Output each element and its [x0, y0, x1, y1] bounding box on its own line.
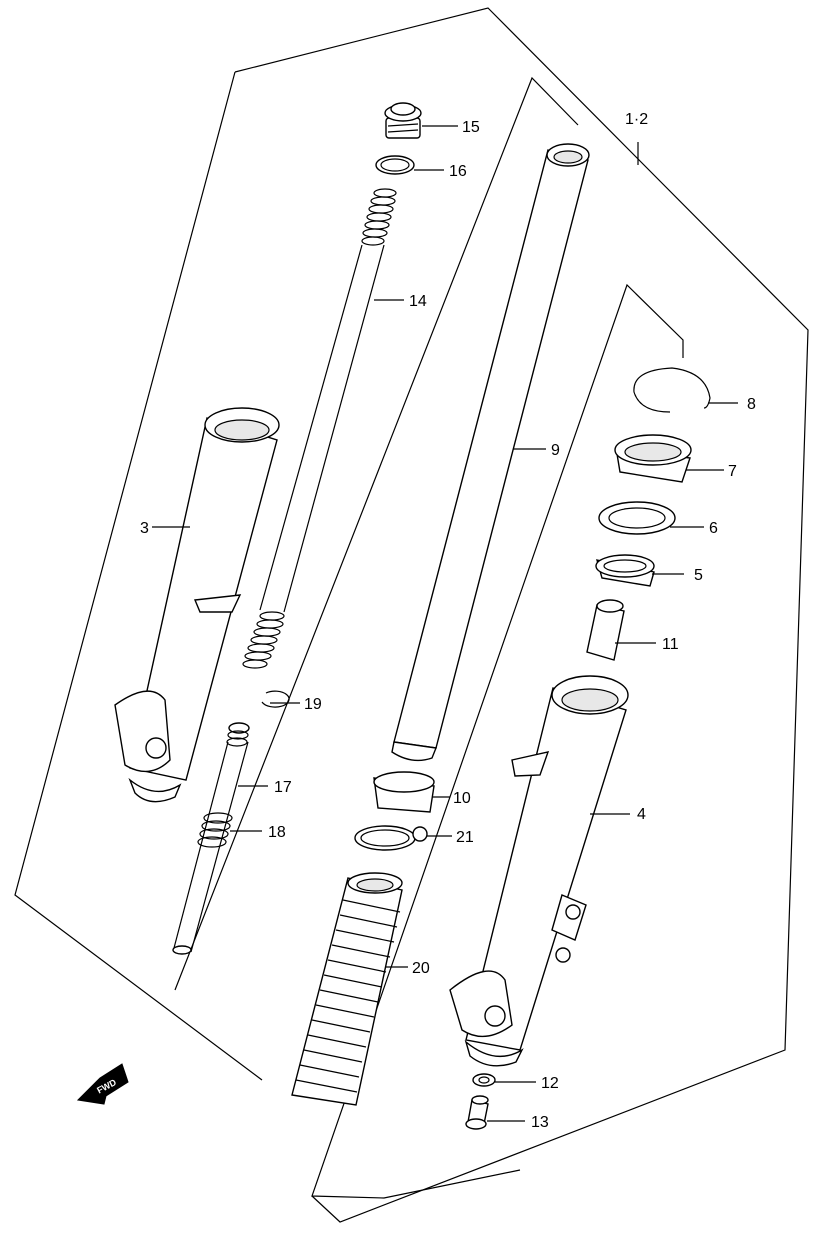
- callout-11: 11: [662, 636, 679, 653]
- callout-10: 10: [453, 790, 471, 807]
- callout-1-2: 1·2: [625, 111, 648, 128]
- callout-18: 18: [268, 824, 286, 841]
- bolt-part-13: [465, 1095, 525, 1130]
- dust-boot-part-20: [291, 872, 408, 1106]
- callout-8: 8: [747, 396, 756, 413]
- guide-bush-part-5: [595, 554, 684, 587]
- left-frame: [14, 71, 263, 1081]
- callout-15: 15: [462, 119, 480, 136]
- right-frame: [311, 283, 684, 1199]
- callout-20: 20: [412, 960, 430, 977]
- assembly-frames: [14, 7, 809, 1223]
- inner-center-frame: [174, 76, 579, 991]
- callout-6: 6: [709, 520, 718, 537]
- callout-12: 12: [541, 1075, 559, 1092]
- callout-7: 7: [728, 463, 737, 480]
- inner-tube-part-9: [391, 143, 590, 762]
- callout-19: 19: [304, 696, 322, 713]
- rebound-spring-part-18: [197, 812, 262, 848]
- clamp-part-21: [354, 825, 452, 851]
- cap-bolt-part-15: [384, 102, 458, 139]
- callout-4: 4: [637, 806, 646, 823]
- o-ring-part-16: [375, 155, 444, 175]
- callout-9: 9: [551, 442, 560, 459]
- callout-labels: 1·2 3 4 5 6 7 8 9 10 11 12 13 14 15 16 1…: [140, 111, 756, 1131]
- washer-part-12: [472, 1073, 536, 1087]
- outer-tube-part-3: [114, 407, 280, 803]
- callout-17: 17: [274, 779, 292, 796]
- washer-part-6: [598, 501, 704, 535]
- outer-tube-part-4: [449, 675, 630, 1067]
- callout-21: 21: [456, 829, 474, 846]
- callout-16: 16: [449, 163, 467, 180]
- oil-lock-piece-part-11: [586, 599, 656, 661]
- oil-seal-part-7: [614, 434, 724, 483]
- callout-3: 3: [140, 520, 149, 537]
- stopper-ring-part-8: [633, 367, 738, 413]
- callout-5: 5: [694, 567, 703, 584]
- circlip-part-19: [261, 690, 300, 708]
- callout-13: 13: [531, 1114, 549, 1131]
- callout-14: 14: [409, 293, 427, 310]
- outer-frame: [234, 7, 809, 1223]
- guide-bush-part-10: [373, 771, 450, 813]
- fwd-arrow-badge: FWD: [76, 1063, 129, 1105]
- fork-spring-part-14: [242, 188, 404, 669]
